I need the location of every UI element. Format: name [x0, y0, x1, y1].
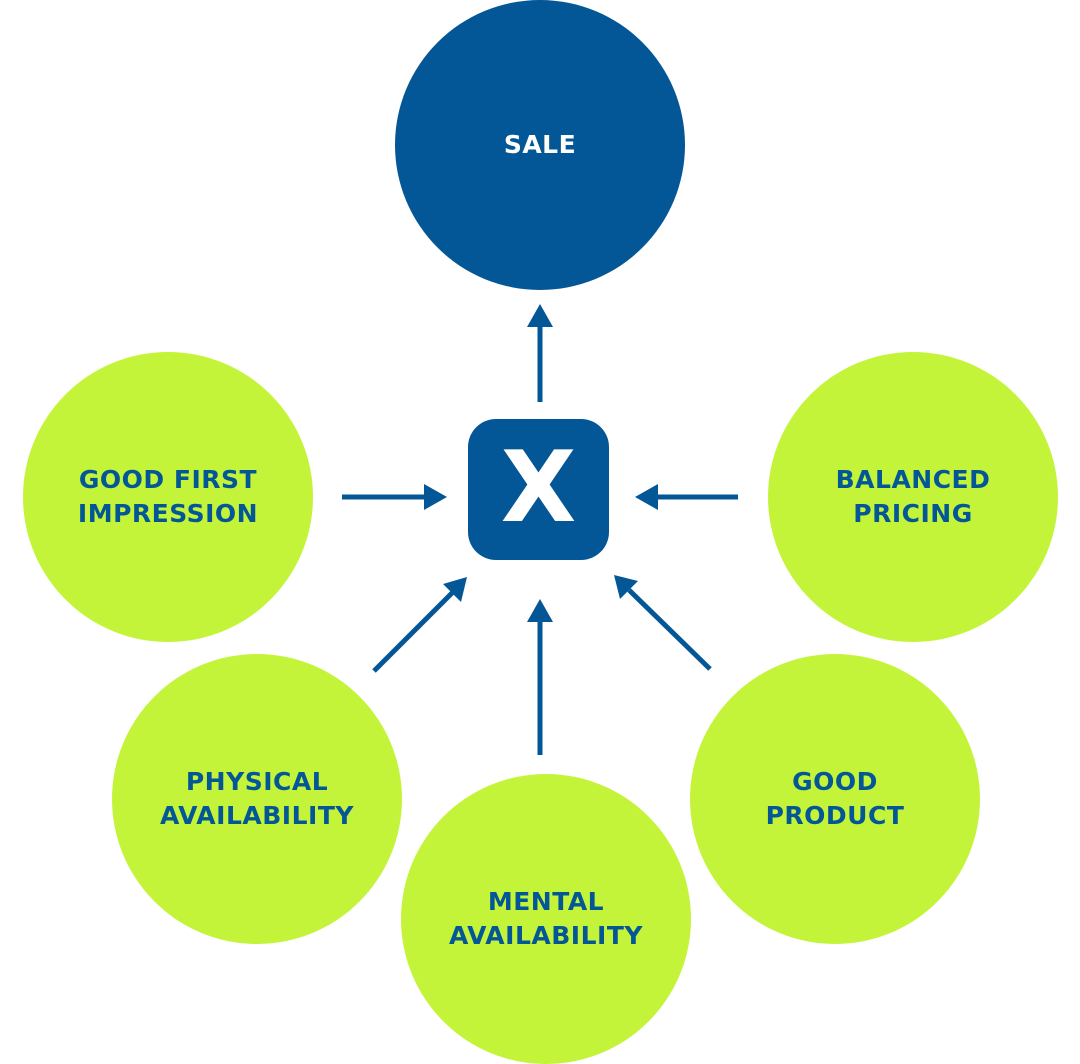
arrowhead-balanced-pricing [635, 484, 658, 510]
arrowhead-good-first-impression [424, 484, 447, 510]
factor-label: BALANCED PRICING [836, 463, 991, 531]
factor-balanced-pricing: BALANCED PRICING [768, 352, 1058, 642]
factor-label-line: PHYSICAL [185, 767, 329, 796]
arrowhead-sale [527, 304, 553, 327]
factor-label: PHYSICAL AVAILABILITY [160, 765, 354, 833]
factor-label-line: MENTAL [487, 887, 605, 916]
factor-good-product: GOOD PRODUCT [690, 654, 980, 944]
factor-label-line: IMPRESSION [77, 499, 259, 528]
arrow-good-product-to-hub [627, 588, 712, 671]
arrowhead-physical-availability [443, 577, 467, 602]
factor-label-line: PRODUCT [765, 801, 905, 830]
arrowhead-good-product [614, 575, 638, 599]
factor-label: MENTAL AVAILABILITY [449, 885, 643, 953]
sale-node: SALE [395, 0, 685, 290]
factor-label: GOOD FIRST IMPRESSION [78, 463, 258, 531]
arrow-physical-availability-to-hub [372, 590, 455, 673]
factor-label-line: GOOD [792, 767, 878, 796]
factor-label-line: AVAILABILITY [449, 921, 643, 950]
factor-label-line: AVAILABILITY [160, 801, 354, 830]
factor-label-line: GOOD FIRST [78, 465, 258, 494]
arrowhead-mental-availability [527, 599, 553, 622]
factor-label-line: PRICING [853, 499, 973, 528]
sale-label: SALE [504, 128, 576, 162]
sale-label-line: SALE [503, 130, 577, 159]
factor-label-line: BALANCED [835, 465, 991, 494]
factor-physical-availability: PHYSICAL AVAILABILITY [112, 654, 402, 944]
x-factor-hub: X [468, 419, 609, 560]
factor-label: GOOD PRODUCT [766, 765, 905, 833]
factor-good-first-impression: GOOD FIRST IMPRESSION [23, 352, 313, 642]
factor-mental-availability: MENTAL AVAILABILITY [401, 774, 691, 1064]
x-icon: X [500, 430, 577, 545]
